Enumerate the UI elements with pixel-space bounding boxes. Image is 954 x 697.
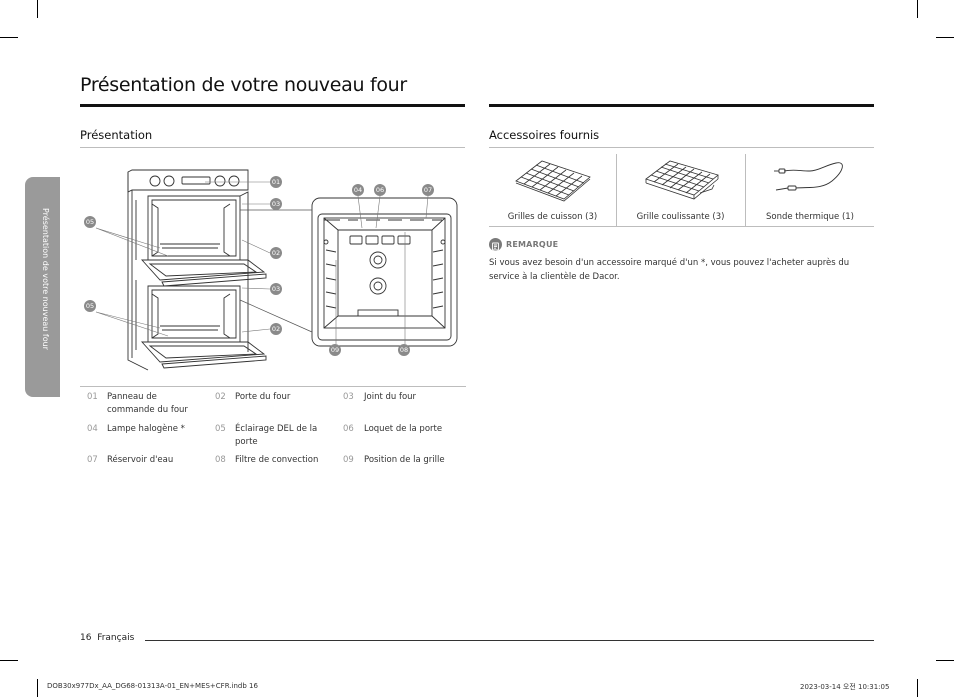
callout-badge: 08: [398, 344, 410, 356]
callout-badge: 03: [270, 198, 282, 210]
crop-mark: [37, 0, 38, 18]
section-heading-presentation: Présentation: [80, 128, 153, 142]
callout-badge: 06: [374, 184, 386, 196]
section-rule-presentation: [80, 147, 465, 148]
accessory-label: Sonde thermique (1): [765, 212, 854, 222]
legend-number: 02: [215, 392, 226, 402]
legend-number: 09: [343, 455, 354, 465]
sliding-rack-icon: [645, 160, 719, 200]
crop-mark: [936, 37, 954, 38]
accessory-label: Grilles de cuisson (3): [507, 212, 598, 222]
page-title: Présentation de votre nouveau four: [80, 74, 407, 96]
temperature-probe-icon: [774, 162, 843, 191]
legend-label: Filtre de convection: [235, 455, 319, 465]
legend-label: Loquet de la porte: [364, 424, 443, 434]
print-file-info: DOB30x977Dx_AA_DG68-01313A-01_EN+MES+CFR…: [47, 682, 258, 690]
page-number: 16: [80, 633, 92, 643]
legend-label: Éclairage DEL de la porte: [235, 424, 318, 447]
accessory-divider: [745, 154, 746, 226]
crop-mark: [917, 679, 918, 697]
callout-badge: 05: [84, 300, 96, 312]
crop-mark: [37, 679, 38, 697]
section-heading-accessories: Accessoires fournis: [489, 128, 600, 142]
oven-diagram: [95, 169, 458, 371]
callout-badge: 07: [422, 184, 434, 196]
legend-number: 08: [215, 455, 226, 465]
title-rule-right: [489, 104, 874, 107]
print-date-info: 2023-03-14 오전 10:31:05: [800, 683, 890, 691]
page-language: Français: [97, 633, 135, 643]
accessory-label: Grille coulissante (3): [636, 212, 725, 222]
note-icon: [489, 238, 502, 251]
title-rule-left: [80, 104, 465, 107]
parts-legend: 01 Panneau de commande du four 02 Porte …: [80, 386, 466, 465]
legend-number: 05: [215, 424, 226, 434]
crop-mark: [0, 660, 18, 661]
section-rule-accessories: [489, 147, 874, 148]
legend-number: 01: [87, 392, 98, 402]
oven-rack-icon: [515, 160, 591, 202]
callout-badge: 09: [329, 344, 341, 356]
callout-badge: 04: [352, 184, 364, 196]
crop-mark: [936, 660, 954, 661]
note-label: REMARQUE: [506, 240, 559, 249]
page-footer: 16 Français: [80, 633, 134, 643]
accessory-divider: [616, 154, 617, 226]
legend-number: 07: [87, 455, 98, 465]
legend-label: Porte du four: [235, 392, 291, 402]
side-tab: [25, 177, 60, 397]
side-tab-label-wrap: Présentation de votre nouveau four: [36, 208, 52, 388]
crop-mark: [0, 37, 18, 38]
callout-badge: 02: [270, 247, 282, 259]
side-tab-label: Présentation de votre nouveau four: [41, 208, 50, 350]
legend-label: Panneau de commande du four: [107, 392, 188, 415]
accessory-row-rule: [489, 226, 874, 227]
legend-label: Joint du four: [364, 392, 417, 402]
legend-label: Réservoir d'eau: [107, 455, 174, 465]
note-text: Si vous avez besoin d'un accessoire marq…: [489, 258, 850, 282]
footer-rule: [145, 640, 874, 641]
legend-number: 03: [343, 392, 354, 402]
callout-badge: 01: [270, 176, 282, 188]
legend-label: Lampe halogène *: [107, 424, 185, 434]
legend-number: 06: [343, 424, 354, 434]
legend-label: Position de la grille: [364, 455, 445, 465]
legend-number: 04: [87, 424, 98, 434]
callout-badge: 02: [270, 323, 282, 335]
callout-badge: 05: [84, 216, 96, 228]
callout-badge: 03: [270, 283, 282, 295]
crop-mark: [917, 0, 918, 18]
